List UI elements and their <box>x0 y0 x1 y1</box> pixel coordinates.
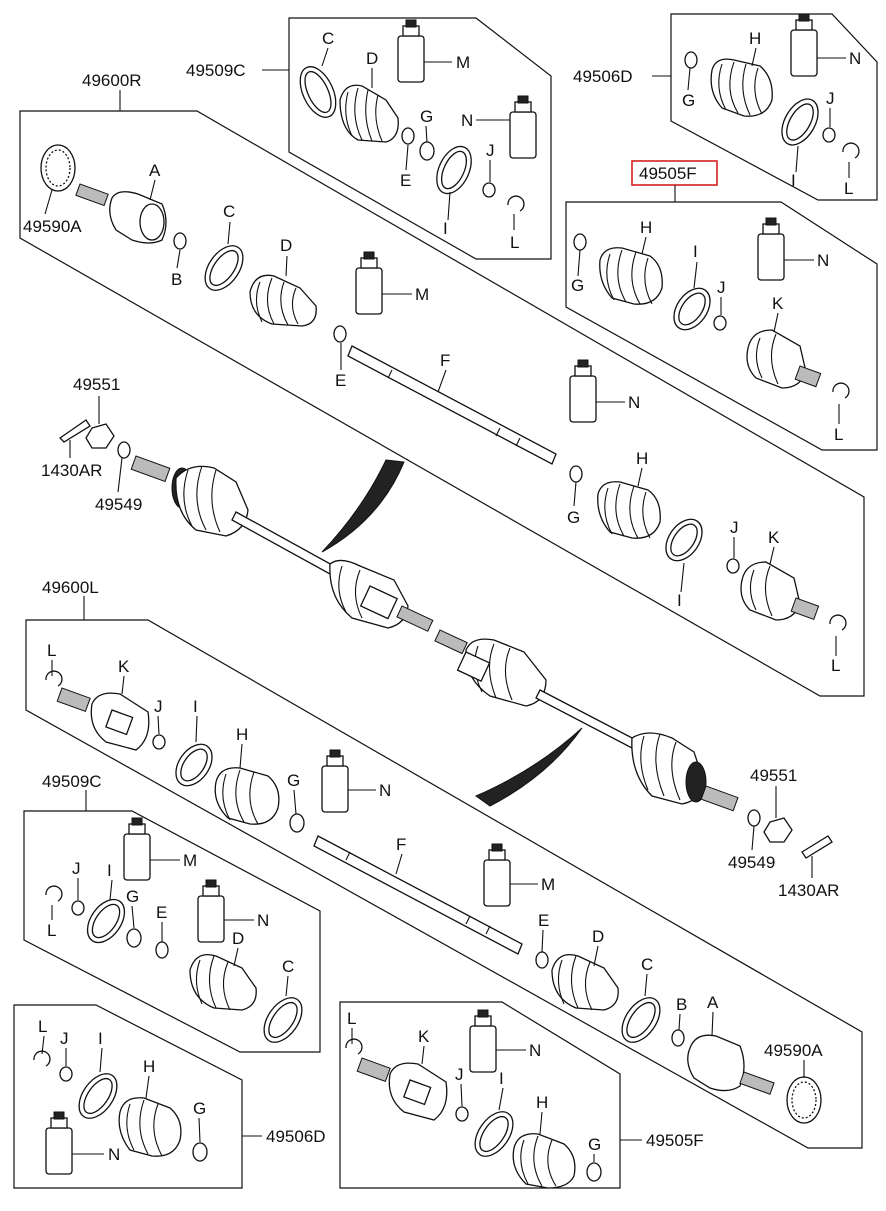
part-label-i: I <box>791 171 796 190</box>
part-label-h: H <box>143 1057 155 1076</box>
part-label-j: J <box>72 859 81 878</box>
part-label-m: M <box>456 53 470 72</box>
part-label-c: C <box>322 29 334 48</box>
shaft-group-49600R[interactable]: 49600R 49590A A B C D M E F N G H I <box>19 71 865 697</box>
part-label-d: D <box>592 927 604 946</box>
assembled-drive-shaft: 1430AR 49551 49549 49549 <box>41 375 839 900</box>
part-label-i: I <box>677 591 682 610</box>
part-label-j: J <box>154 697 163 716</box>
part-label-pin-1430ar-top: 1430AR <box>41 461 102 480</box>
part-label-ring-49590a-top: 49590A <box>23 217 82 236</box>
part-label-n: N <box>817 251 829 270</box>
part-label-l: L <box>47 641 56 660</box>
part-label-e: E <box>156 903 167 922</box>
part-label-nut-49551-top: 49551 <box>73 375 120 394</box>
part-label-a: A <box>149 161 161 180</box>
part-label-e: E <box>400 171 411 190</box>
part-label-k: K <box>418 1027 430 1046</box>
part-label-i: I <box>443 219 448 238</box>
part-label-i: I <box>193 697 198 716</box>
kit-label-49509C-bottom: 49509C <box>42 772 102 791</box>
shaft-group-49600L[interactable]: 49600L L K J I H G N F M E D C B A <box>25 578 863 1149</box>
part-label-n: N <box>379 781 391 800</box>
kit-49505F-bottom[interactable]: 49505F L K N J I H G <box>339 1001 704 1189</box>
part-label-e: E <box>538 911 549 930</box>
part-label-g: G <box>682 91 695 110</box>
part-label-h: H <box>640 218 652 237</box>
part-label-h: H <box>536 1093 548 1112</box>
part-label-n: N <box>461 111 473 130</box>
part-label-washer-49549-top: 49549 <box>95 495 142 514</box>
part-label-d: D <box>280 236 292 255</box>
shaft-label-49600R: 49600R <box>82 71 142 90</box>
part-label-h: H <box>636 449 648 468</box>
part-label-i: I <box>693 242 698 261</box>
kit-49509C-top[interactable]: 49509C C D M E G N I J L <box>186 17 552 260</box>
part-label-c: C <box>223 202 235 221</box>
part-label-g: G <box>420 107 433 126</box>
part-label-c: C <box>282 957 294 976</box>
part-label-n: N <box>257 911 269 930</box>
part-label-l: L <box>38 1017 47 1036</box>
part-label-n: N <box>628 393 640 412</box>
part-label-e: E <box>335 371 346 390</box>
part-label-g: G <box>126 887 139 906</box>
part-label-g: G <box>588 1135 601 1154</box>
kit-label-49506D-bottom: 49506D <box>266 1127 326 1146</box>
part-label-j: J <box>60 1029 69 1048</box>
part-label-h: H <box>749 29 761 48</box>
part-label-j: J <box>730 518 739 537</box>
part-label-k: K <box>768 528 780 547</box>
part-label-j: J <box>717 278 726 297</box>
kit-49506D-top[interactable]: 49506D G H N I J L <box>573 13 878 201</box>
part-label-n: N <box>108 1145 120 1164</box>
part-label-j: J <box>486 141 495 160</box>
kit-49506D-bottom[interactable]: 49506D L J I H G N <box>13 1004 326 1189</box>
kit-label-49509C-top: 49509C <box>186 61 246 80</box>
part-label-j: J <box>826 89 835 108</box>
part-label-d: D <box>366 49 378 68</box>
part-label-k: K <box>772 294 784 313</box>
kit-label-49505F-bottom: 49505F <box>646 1131 704 1150</box>
part-label-nut-49551-bottom: 49551 <box>750 766 797 785</box>
part-label-l: L <box>834 425 843 444</box>
part-label-h: H <box>236 725 248 744</box>
part-label-i: I <box>499 1069 504 1088</box>
part-label-a: A <box>707 993 719 1012</box>
part-label-n: N <box>849 49 861 68</box>
part-label-pin-1430ar-bottom: 1430AR <box>778 881 839 900</box>
part-label-d: D <box>232 929 244 948</box>
part-label-m: M <box>183 851 197 870</box>
kit-49505F-top[interactable]: 49505F G H N I J K L <box>565 160 878 451</box>
part-label-n: N <box>529 1041 541 1060</box>
kit-label-49505F-top-highlighted: 49505F <box>639 164 697 183</box>
part-label-l: L <box>347 1009 356 1028</box>
kit-label-49506D-top: 49506D <box>573 67 633 86</box>
part-label-b: B <box>171 270 182 289</box>
part-label-k: K <box>118 657 130 676</box>
part-label-m: M <box>415 285 429 304</box>
kit-49509C-bottom[interactable]: 49509C L J I G M E N D C <box>23 772 321 1053</box>
part-label-i: I <box>98 1029 103 1048</box>
part-label-f: F <box>440 351 450 370</box>
part-label-ring-49590a-bottom: 49590A <box>764 1041 823 1060</box>
part-label-m: M <box>541 875 555 894</box>
part-label-l: L <box>510 233 519 252</box>
part-label-g: G <box>193 1099 206 1118</box>
part-label-b: B <box>676 995 687 1014</box>
part-label-g: G <box>571 276 584 295</box>
part-label-washer-49549-bottom: 49549 <box>728 853 775 872</box>
part-label-g: G <box>287 771 300 790</box>
part-label-c: C <box>641 955 653 974</box>
part-label-l: L <box>844 179 853 198</box>
part-label-g: G <box>567 508 580 527</box>
part-label-l: L <box>47 921 56 940</box>
part-label-l: L <box>831 656 840 675</box>
shaft-label-49600L: 49600L <box>42 578 99 597</box>
part-label-f: F <box>396 835 406 854</box>
part-label-i: I <box>107 861 112 880</box>
part-label-j: J <box>455 1065 464 1084</box>
